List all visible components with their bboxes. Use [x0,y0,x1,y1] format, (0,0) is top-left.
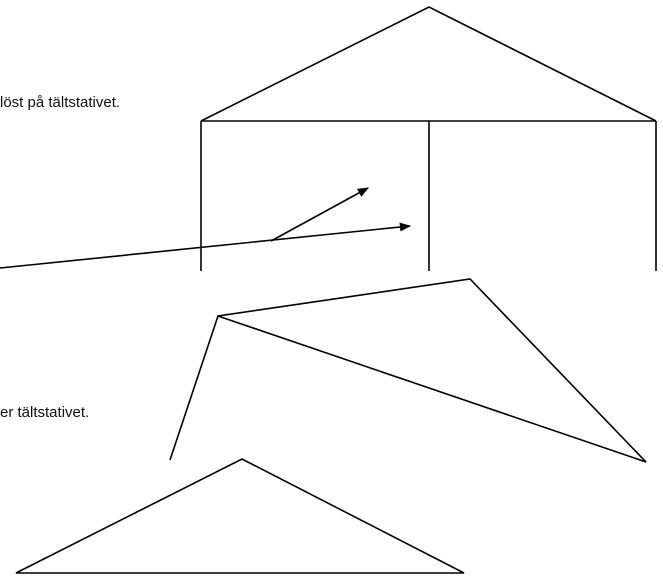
loose-canvas [169,278,647,463]
tent-roof [200,6,657,122]
loose-canvas-outline [169,278,647,463]
caption-bottom: er tältstativet. [0,404,90,421]
pointer-arrow-short [270,187,369,242]
roof-triangle-outline [15,458,465,574]
caption-top: löst på tältstativet. [0,94,121,111]
tent-frame [200,6,657,271]
pointer-arrows [0,187,412,269]
pointer-arrow-long [0,222,412,269]
roof-triangle [15,458,465,574]
